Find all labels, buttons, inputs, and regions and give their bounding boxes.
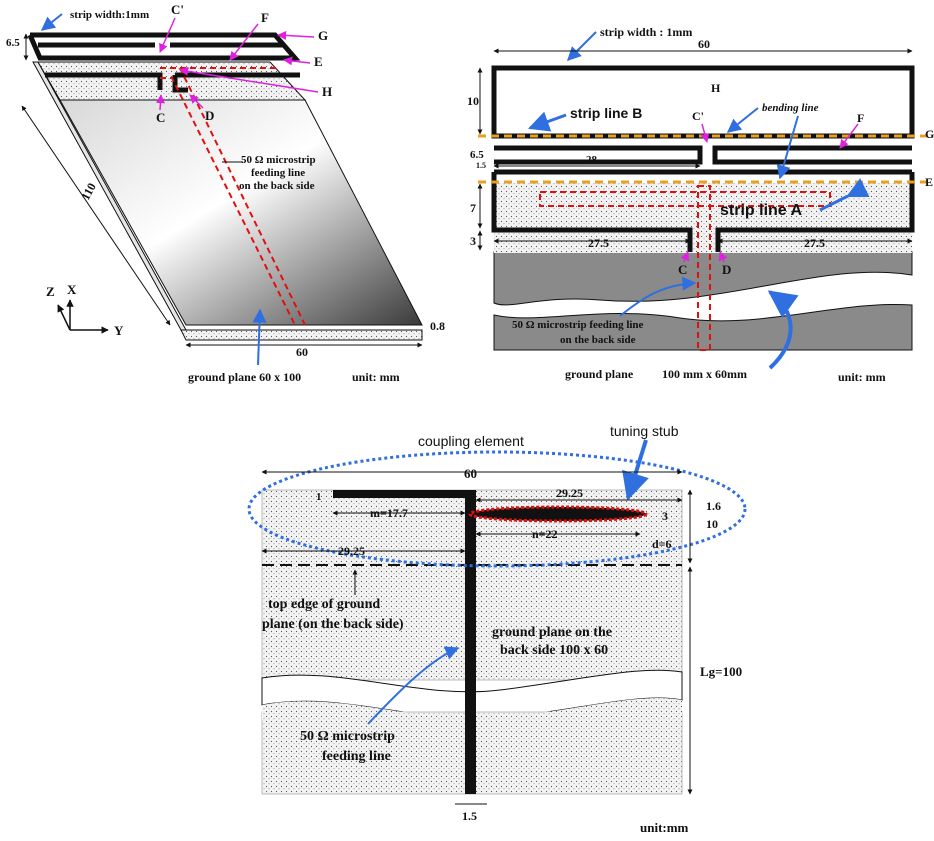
panel-c-dim-1: 1 bbox=[316, 491, 322, 503]
panel-c-dim-3: 3 bbox=[662, 509, 668, 523]
panel-b-dim-6-5: 6.5 bbox=[470, 149, 484, 161]
substrate-front-face bbox=[180, 329, 423, 341]
panel-a-label-c-prime: C' bbox=[171, 2, 184, 17]
panel-c-ground-edge-1: top edge of ground bbox=[268, 597, 380, 612]
antenna-strips-top bbox=[491, 65, 915, 252]
ground-plane-gray-lower bbox=[493, 303, 913, 351]
axis-x-label: X bbox=[67, 282, 77, 297]
panel-b-feed-note-2: on the back side bbox=[560, 334, 636, 346]
panel-a-strip-width: strip width:1mm bbox=[70, 9, 149, 21]
panel-a-dim-60: 60 bbox=[296, 345, 308, 359]
panel-a-dim-6-5: 6.5 bbox=[6, 37, 20, 49]
panel-a-label-c: C bbox=[156, 110, 165, 125]
ground-plane-3d bbox=[59, 99, 423, 326]
panel-c-feed-2: feeding line bbox=[322, 749, 391, 764]
axis-y-label: Y bbox=[114, 323, 124, 338]
panel-b-label-c: C bbox=[678, 262, 687, 277]
panel-b-dim-28: 28 bbox=[586, 154, 598, 166]
panel-b-unit: unit: mm bbox=[838, 370, 886, 384]
panel-c-ground-back-1: ground plane on the bbox=[492, 625, 612, 640]
panel-c-coupling-view: coupling element tuning stub 60 1 29.25 … bbox=[247, 423, 747, 835]
panel-b-ground-size: 100 mm x 60mm bbox=[662, 367, 747, 381]
tuning-stub bbox=[468, 505, 648, 523]
coupling-ellipse bbox=[247, 450, 747, 568]
panel-a-label-h: H bbox=[322, 84, 332, 99]
panel-a-label-g: G bbox=[318, 28, 328, 43]
panel-c-dim-n: n=22 bbox=[532, 527, 558, 541]
panel-a-dim-110: 110 bbox=[78, 181, 99, 203]
panel-b-strip-line-b: strip line B bbox=[570, 105, 642, 121]
panel-b-dim-27-5-left: 27.5 bbox=[588, 236, 609, 250]
panel-b-label-c-prime: C' bbox=[692, 109, 704, 123]
panel-c-dim-10: 10 bbox=[706, 517, 718, 531]
panel-c-dim-m: m=17.7 bbox=[370, 506, 408, 520]
feed-line-black bbox=[465, 490, 476, 794]
panel-b-dim-10: 10 bbox=[467, 94, 479, 108]
panel-b-label-h: H bbox=[711, 81, 721, 95]
panel-b-label-e: E bbox=[925, 175, 933, 189]
panel-b-label-f: F bbox=[857, 111, 864, 125]
panel-b-dim-60: 60 bbox=[698, 37, 710, 51]
panel-a-feed-note-1: 50 Ω microstrip bbox=[241, 154, 316, 166]
panel-b-label-g: G bbox=[925, 127, 934, 141]
panel-c-dim-60: 60 bbox=[464, 466, 477, 481]
panel-a-feed-note-2: feeding line bbox=[251, 167, 305, 179]
panel-c-coupling-element: coupling element bbox=[418, 433, 524, 449]
panel-c-dim-1-5: 1.5 bbox=[462, 809, 477, 823]
panel-b-dim-27-5-right: 27.5 bbox=[804, 236, 825, 250]
panel-c-dim-lg: Lg=100 bbox=[700, 664, 742, 679]
ground-plane-gray bbox=[493, 251, 913, 306]
panel-c-tuning-stub: tuning stub bbox=[610, 423, 679, 439]
panel-a-dim-0-8: 0.8 bbox=[430, 319, 445, 333]
axis-z-label: Z bbox=[46, 284, 55, 299]
substrate-top-dotted bbox=[494, 183, 912, 253]
panel-b-dim-7: 7 bbox=[470, 201, 476, 215]
panel-c-ground-edge-2: plane (on the back side) bbox=[262, 617, 404, 632]
panel-a-unit: unit: mm bbox=[352, 370, 400, 384]
panel-a-label-d: D bbox=[205, 108, 214, 123]
axes-indicator bbox=[57, 299, 109, 334]
panel-a-ground-plane: ground plane 60 x 100 bbox=[188, 370, 301, 384]
panel-c-ground-back-2: back side 100 x 60 bbox=[500, 643, 608, 658]
panel-b-ground-plane: ground plane bbox=[565, 367, 634, 381]
panel-c-unit: unit:mm bbox=[640, 820, 689, 835]
panel-b-dim-1-5: 1.5 bbox=[476, 161, 486, 170]
panel-a-3d-view: strip width:1mm C' F G E H C D 6.5 110 5… bbox=[6, 2, 445, 384]
coupling-arm bbox=[333, 490, 473, 498]
panel-c-dim-d: d=6 bbox=[652, 537, 672, 551]
panel-a-label-e: E bbox=[314, 54, 323, 69]
panel-b-feed-note-1: 50 Ω microstrip feeding line bbox=[512, 319, 644, 331]
feed-line-top bbox=[539, 185, 831, 351]
panel-b-strip-line-a: strip line A bbox=[720, 202, 803, 219]
panel-c-dim-29-25-right: 29.25 bbox=[556, 486, 583, 500]
panel-c-feed-1: 50 Ω microstrip bbox=[300, 729, 395, 744]
panel-b-dim-3: 3 bbox=[470, 234, 476, 248]
panel-b-strip-width: strip width : 1mm bbox=[600, 25, 692, 39]
panel-c-dim-29-25-left: 29.25 bbox=[338, 544, 365, 558]
panel-a-label-f: F bbox=[261, 10, 269, 25]
panel-a-feed-note-3: on the back side bbox=[239, 180, 315, 192]
panel-c-dim-1-6: 1.6 bbox=[706, 499, 721, 513]
panel-b-label-d: D bbox=[722, 262, 731, 277]
panel-b-top-view: strip width : 1mm 60 H 10 strip line B C… bbox=[467, 25, 934, 384]
antenna-strips-3d bbox=[27, 32, 301, 93]
panel-b-bending-line: bending line bbox=[762, 102, 819, 114]
